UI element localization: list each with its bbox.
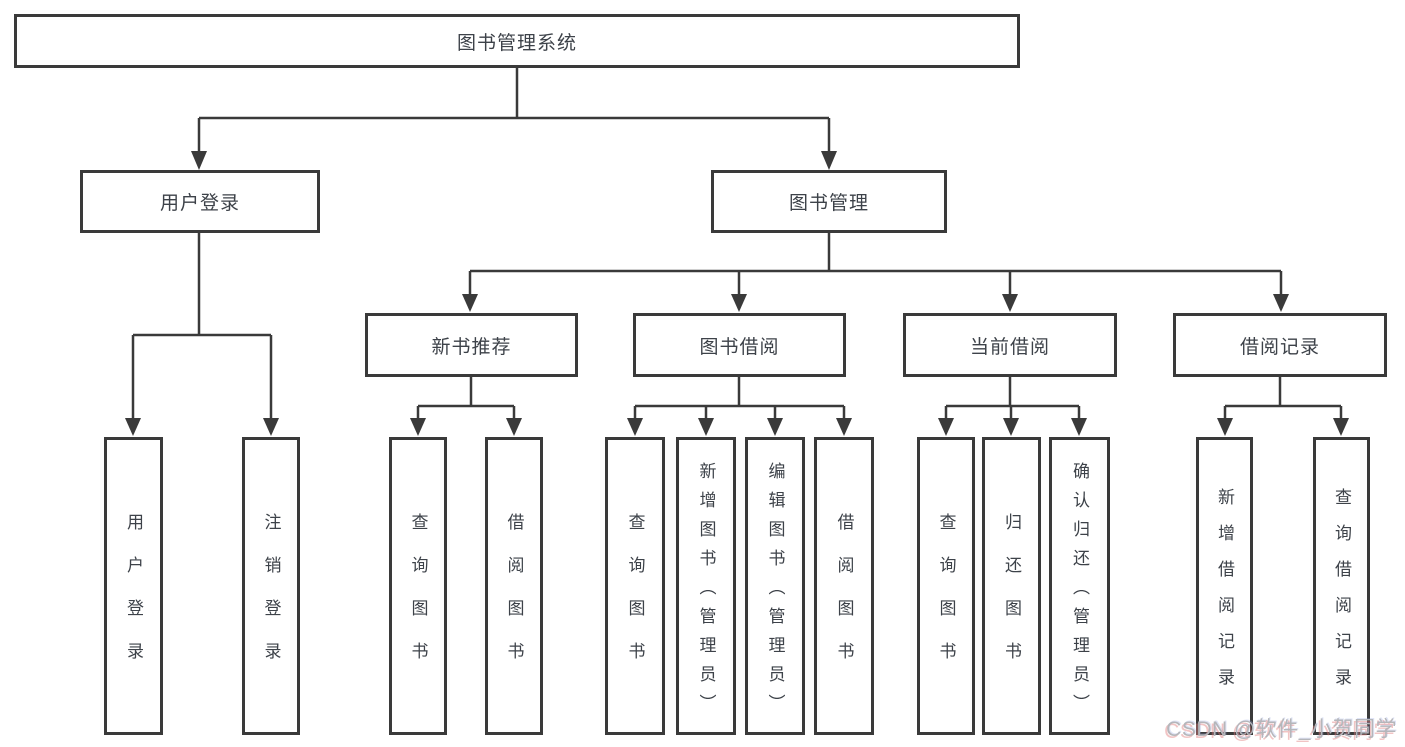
leaf-edit-book-admin: 编辑图书（管理员）: [745, 437, 805, 735]
leaf-borrow-book-recommend: 借阅图书: [485, 437, 543, 735]
leaf-label: 借阅图书: [504, 513, 524, 685]
leaf-label: 编辑图书（管理员）: [765, 461, 785, 723]
node-label: 当前借阅: [969, 336, 1050, 358]
node-label: 图书管理: [788, 193, 869, 214]
leaf-logout: 注销登录: [242, 437, 300, 735]
node-label: 图书借阅: [699, 336, 780, 358]
node-book-management: 图书管理: [711, 170, 947, 233]
leaf-label: 查询图书: [408, 513, 428, 685]
node-borrow-records: 借阅记录: [1173, 313, 1387, 377]
node-library-management-system: 图书管理系统: [14, 14, 1020, 68]
node-label: 借阅记录: [1239, 336, 1320, 358]
leaf-label: 确认归还（管理员）: [1070, 461, 1089, 723]
node-label: 新书推荐: [431, 336, 512, 358]
leaf-label: 归还图书: [1002, 513, 1021, 685]
leaf-borrow-book: 借阅图书: [814, 437, 874, 735]
node-new-book-recommend: 新书推荐: [365, 313, 578, 377]
leaf-label: 用户登录: [124, 513, 143, 685]
csdn-watermark: CSDN @软件_小贺同学: [1166, 718, 1397, 741]
leaf-user-login: 用户登录: [104, 437, 163, 735]
leaf-label: 查询图书: [625, 513, 645, 685]
leaf-add-book-admin: 新增图书（管理员）: [676, 437, 736, 735]
leaf-label: 查询图书: [936, 513, 956, 685]
leaf-label: 查询借阅记录: [1332, 487, 1351, 704]
leaf-label: 新增图书（管理员）: [696, 461, 716, 723]
node-book-borrow: 图书借阅: [633, 313, 846, 377]
node-current-borrow: 当前借阅: [903, 313, 1117, 377]
leaf-query-books-borrow: 查询图书: [605, 437, 665, 735]
leaf-label: 注销登录: [261, 513, 281, 685]
leaf-query-books-current: 查询图书: [917, 437, 975, 735]
leaf-query-books-recommend: 查询图书: [389, 437, 447, 735]
leaf-query-borrow-record: 查询借阅记录: [1313, 437, 1370, 735]
leaf-add-borrow-record: 新增借阅记录: [1196, 437, 1253, 735]
node-label: 用户登录: [159, 193, 240, 214]
node-user-login: 用户登录: [80, 170, 320, 233]
node-label: 图书管理系统: [456, 32, 577, 54]
leaf-confirm-return-admin: 确认归还（管理员）: [1049, 437, 1110, 735]
leaf-return-book: 归还图书: [982, 437, 1041, 735]
leaf-label: 新增借阅记录: [1215, 487, 1234, 704]
leaf-label: 借阅图书: [834, 513, 854, 685]
